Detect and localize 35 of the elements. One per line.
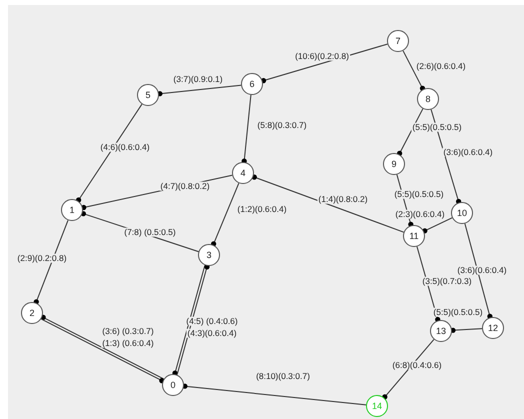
connector-line	[242, 94, 252, 164]
connector-line	[76, 104, 142, 203]
edge-label: (5:8)(0.3:0.7)	[256, 120, 308, 130]
connector-line	[211, 182, 240, 246]
connector-line	[402, 50, 426, 91]
edge-label: (10:6)(0.2:0.8)	[294, 52, 350, 60]
connector-line	[157, 84, 242, 96]
edge-label: (3:5)(0.7:0.3)	[421, 276, 473, 286]
edge-label: (3:7)(0.9:0.1)	[172, 74, 224, 84]
edge-label: (4:5) (0.4:0.6)	[185, 316, 239, 326]
edge-label: (2:9)(0.2:0.8)	[16, 254, 68, 262]
edge-label: (4:7)(0.8:0.2)	[159, 182, 211, 190]
edge-label: (6:8)(0.4:0.6)	[391, 360, 443, 370]
connector-line	[34, 220, 68, 304]
edge-label: (5:5)(0.5:0.5)	[432, 308, 484, 316]
connector-line	[450, 328, 482, 333]
edge-label: (4:6)(0.6:0.4)	[99, 142, 151, 152]
edge-label: (1:3) (0.6:0.4)	[101, 338, 155, 348]
edge-label: (8:10)(0.3:0.7)	[255, 372, 311, 380]
connector-line	[464, 223, 492, 319]
connector-line	[182, 384, 367, 406]
edge-label: (2:6)(0.6:0.4)	[415, 62, 467, 70]
connector-line	[172, 264, 206, 376]
edge-label: (1:2)(0.6:0.4)	[236, 204, 288, 214]
edge-label: (7:8) (0.5:0.5)	[123, 228, 177, 236]
edge-label: (5:5)(0.5:0.5)	[393, 190, 445, 198]
edge-label: (4:3)(0.6:0.4)	[186, 328, 238, 338]
connector-line	[252, 174, 404, 233]
edge-label: (3:6)(0.6:0.4)	[442, 148, 494, 156]
edge-label: (3:6) (0.3:0.7)	[101, 326, 155, 336]
edge-label: (5:5)(0.5:0.5)	[411, 122, 463, 132]
edge-label: (1:4)(0.8:0.2)	[317, 194, 369, 204]
connector-line	[422, 217, 453, 234]
edge-label: (3:6)(0.6:0.4)	[456, 266, 508, 274]
edge-label: (2:3)(0.6:0.4)	[394, 210, 446, 218]
